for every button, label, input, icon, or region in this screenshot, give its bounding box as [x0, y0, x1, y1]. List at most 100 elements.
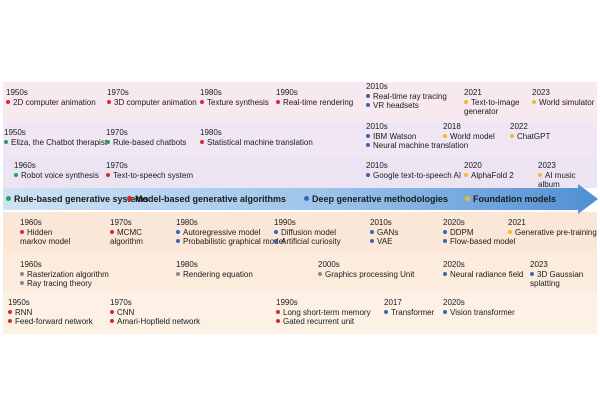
milestone-year: 2010s [366, 82, 388, 91]
bottom-band-3 [3, 292, 597, 334]
milestone-item: Eliza, the Chatbot therapist [4, 138, 107, 147]
milestone-item: Real-time ray tracing [366, 92, 447, 101]
milestone-item: VR headsets [366, 101, 447, 110]
category-dot-icon [443, 134, 447, 138]
milestone-text: MCMC algorithm [110, 228, 143, 246]
milestone-year: 2020s [443, 260, 465, 269]
top-band-1 [3, 82, 597, 122]
milestone-text: AI music album [538, 171, 576, 189]
milestone-item: World simulator [532, 98, 594, 107]
category-dot-icon [200, 100, 204, 104]
category-dot-icon [366, 134, 370, 138]
milestone-item: Feed-forward network [8, 317, 93, 326]
milestone-item: Rule-based chatbots [106, 138, 186, 147]
stage-text: Model-based generative algorithms [135, 194, 287, 204]
milestone-text: Autoregressive model [183, 228, 261, 237]
milestone-item: Flow-based model [443, 237, 515, 246]
milestone-item: Rendering equation [176, 270, 253, 279]
milestone-text: RNN [15, 308, 33, 317]
milestone-item: AlphaFold 2 [464, 171, 514, 180]
stage-dot-icon [6, 196, 11, 201]
stage-text: Deep generative methodologies [312, 194, 449, 204]
milestone-item: World model [443, 132, 495, 141]
milestone-item: Autoregressive model [176, 228, 285, 237]
milestone-text: Probabilistic graphical model [183, 237, 285, 246]
milestone-year: 1960s [20, 218, 42, 227]
stage-label-0: Rule-based generative systems [6, 194, 149, 204]
category-dot-icon [538, 173, 542, 177]
milestone-item: IBM Watson [366, 132, 468, 141]
milestone-item: Robot voice synthesis [14, 171, 99, 180]
milestone-year: 2020s [443, 218, 465, 227]
category-dot-icon [276, 310, 280, 314]
category-dot-icon [318, 272, 322, 276]
category-dot-icon [8, 310, 12, 314]
milestone-text: Text-to-speech system [113, 171, 194, 180]
milestone-text: ChatGPT [517, 132, 551, 141]
milestone-item: Generative pre-training [508, 228, 597, 237]
milestone-text: IBM Watson [373, 132, 417, 141]
category-dot-icon [106, 173, 110, 177]
milestone-text: Text-to-image generator [464, 98, 520, 116]
milestone-year: 1980s [176, 218, 198, 227]
milestone-item: Neural radiance field [443, 270, 523, 279]
category-dot-icon [110, 319, 114, 323]
category-dot-icon [107, 100, 111, 104]
category-dot-icon [110, 230, 114, 234]
milestone-text: Flow-based model [450, 237, 516, 246]
category-dot-icon [366, 103, 370, 107]
milestone-item: 2D computer animation [6, 98, 96, 107]
milestone-item: GANs [370, 228, 398, 237]
milestone-text: AlphaFold 2 [471, 171, 514, 180]
milestone-year: 1960s [14, 161, 36, 170]
milestone-year: 1960s [20, 260, 42, 269]
milestone-text: Real-time ray tracing [373, 92, 447, 101]
milestone-text: Robot voice synthesis [21, 171, 99, 180]
category-dot-icon [20, 230, 24, 234]
milestone-year: 1970s [110, 218, 132, 227]
milestone-text: Diffusion model [281, 228, 336, 237]
milestone-item: Rasterization algorithm [20, 270, 109, 279]
milestone-year: 1980s [200, 128, 222, 137]
milestone-year: 2020 [464, 161, 482, 170]
milestone-year: 2010s [366, 161, 388, 170]
category-dot-icon [4, 140, 8, 144]
category-dot-icon [370, 239, 374, 243]
milestone-text: 2D computer animation [13, 98, 96, 107]
milestone-year: 1950s [8, 298, 30, 307]
milestone-year: 2021 [508, 218, 526, 227]
milestone-year: 2010s [366, 122, 388, 131]
category-dot-icon [532, 100, 536, 104]
milestone-text: Google text-to-speech AI [373, 171, 462, 180]
category-dot-icon [6, 100, 10, 104]
category-dot-icon [14, 173, 18, 177]
milestone-item: Transformer [384, 308, 434, 317]
milestone-text: Feed-forward network [15, 317, 93, 326]
milestone-item: Neural machine translation [366, 141, 468, 150]
category-dot-icon [510, 134, 514, 138]
milestone-text: Ray tracing theory [27, 279, 92, 288]
category-dot-icon [176, 230, 180, 234]
milestone-text: World model [450, 132, 495, 141]
milestone-text: Gated recurrent unit [283, 317, 355, 326]
milestone-text: DDPM [450, 228, 474, 237]
